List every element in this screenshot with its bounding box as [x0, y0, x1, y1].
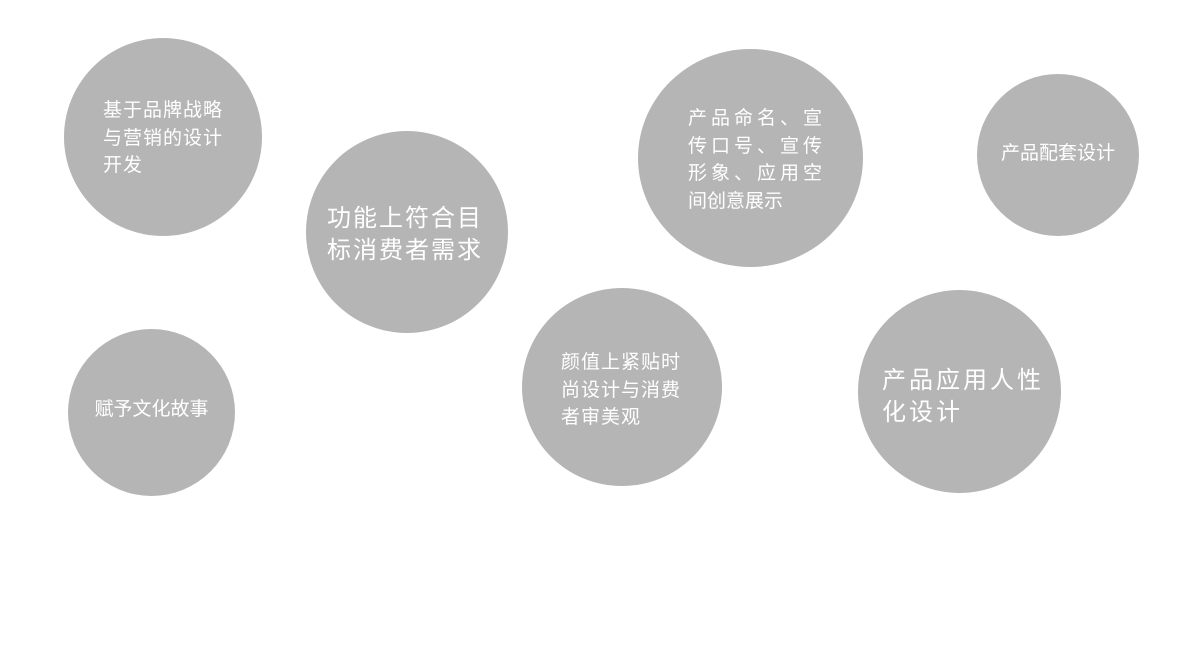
line: 尚设计与消费: [561, 378, 682, 401]
bubble-humanized: [858, 290, 1061, 493]
line: 产品配套设计: [1000, 142, 1115, 164]
line: 颜值上紧贴时: [561, 351, 682, 373]
line: 形象、应用空: [688, 162, 827, 184]
bubble-appearance: [522, 288, 722, 486]
bubble-naming: [638, 49, 863, 267]
line: 传口号、宣传: [688, 134, 827, 157]
bubble-accessory: [977, 74, 1139, 236]
bubble-text: 功能上符合目 标消费者需求: [327, 206, 483, 270]
line: 者审美观: [561, 406, 642, 428]
line: 开发: [103, 154, 144, 176]
bubble-text: 基于品牌战略 与营销的设计 开发: [103, 101, 223, 184]
bubble-text: 产品配套设计: [977, 144, 1139, 172]
bubble-text: 产品应用人性 化设计: [882, 368, 1044, 432]
line: 与营销的设计: [103, 126, 224, 149]
line: 赋予文化故事: [94, 398, 209, 420]
line: 间创意展示: [688, 189, 784, 212]
bubble-culture: [68, 329, 235, 496]
line: 基于品牌战略: [103, 99, 224, 121]
line: 化设计: [882, 398, 963, 426]
line: 功能上符合目: [327, 204, 483, 232]
line: 标消费者需求: [327, 236, 483, 264]
bubble-text: 赋予文化故事: [68, 400, 235, 428]
line: 产品应用人性: [882, 366, 1044, 394]
bubble-text: 产品命名、宣 传口号、宣传 形象、应用空 间创意展示: [688, 109, 826, 219]
line: 产品命名、宣: [688, 107, 827, 129]
bubble-function: [306, 131, 508, 333]
bubble-brand-strategy: [64, 38, 262, 236]
bubble-text: 颜值上紧贴时 尚设计与消费 者审美观: [561, 353, 681, 436]
